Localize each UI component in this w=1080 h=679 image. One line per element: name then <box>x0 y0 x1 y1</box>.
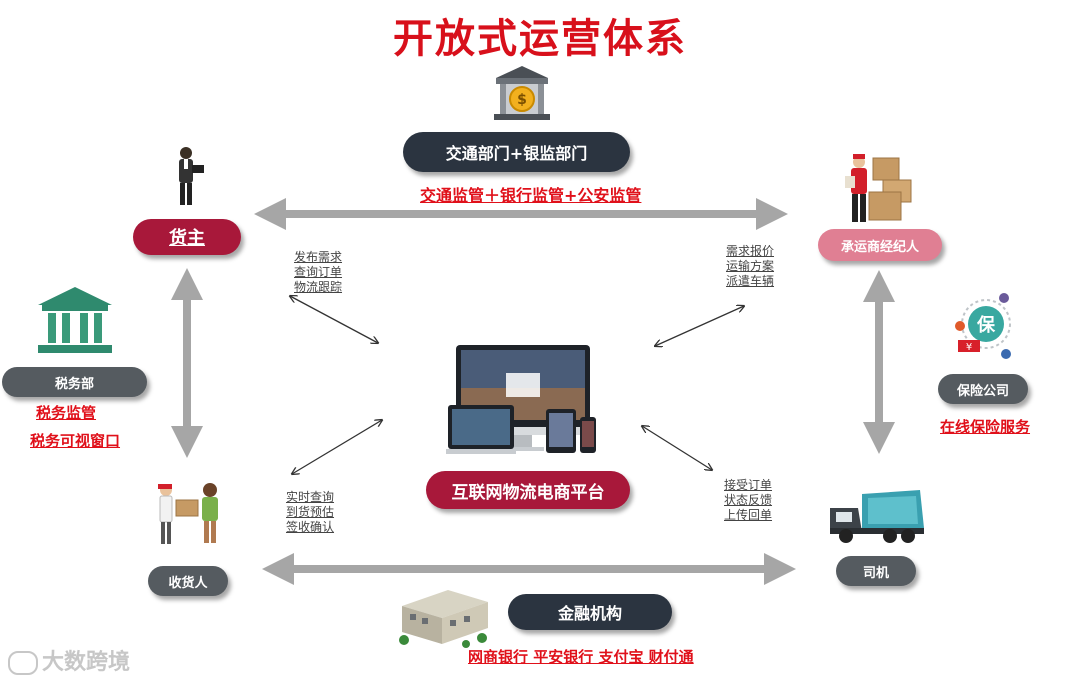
consignee-label: 收货人 <box>168 575 208 591</box>
insurance-icon-glyph: 保 <box>976 314 996 336</box>
watermark: 大数跨境 <box>8 644 130 676</box>
broker-boxes-icon <box>845 154 912 222</box>
insurance-node: 保险公司 <box>938 374 1028 404</box>
insurance-shield-icon: 保 ¥ <box>955 293 1011 359</box>
flow-item: 发布需求 <box>294 250 343 264</box>
consignee-platform-flow: 实时查询 到货预估 签收确认 <box>286 490 334 535</box>
finance-note: 网商银行 平安银行 支付宝 财付通 <box>468 648 694 666</box>
flow-item: 签收确认 <box>286 520 335 534</box>
flow-item: 物流跟踪 <box>294 280 343 294</box>
insurance-badge-glyph: ¥ <box>966 342 972 353</box>
tax-building-icon <box>38 287 112 353</box>
watermark-logo-icon <box>8 651 38 675</box>
broker-node: 承运商经纪人 <box>818 229 942 261</box>
consignee-node: 收货人 <box>148 566 228 596</box>
shipper-label: 货主 <box>169 228 205 249</box>
flow-item: 到货预估 <box>286 505 335 519</box>
finance-node: 金融机构 <box>508 594 672 630</box>
insurance-label: 保险公司 <box>956 383 1009 399</box>
tax-note-window: 税务可视窗口 <box>30 432 121 450</box>
driver-platform-arrow <box>642 426 712 470</box>
finance-label: 金融机构 <box>557 604 622 623</box>
insurance-note: 在线保险服务 <box>940 418 1031 436</box>
driver-node: 司机 <box>836 556 916 586</box>
platform-node: 互联网物流电商平台 <box>426 471 630 509</box>
regulator-label: 交通部门+银监部门 <box>445 144 588 163</box>
broker-platform-flow: 需求报价 运输方案 派遣车辆 <box>726 244 774 289</box>
bank-dollar-icon: $ <box>494 66 550 120</box>
page-title: 开放式运营体系 <box>393 16 687 62</box>
platform-label: 互联网物流电商平台 <box>451 482 605 503</box>
driver-platform-flow: 接受订单 状态反馈 上传回单 <box>724 478 772 523</box>
shipper-person-icon <box>179 147 204 205</box>
flow-item: 上传回单 <box>724 508 773 522</box>
broker-label: 承运商经纪人 <box>840 239 919 255</box>
flow-item: 实时查询 <box>286 490 335 504</box>
shipper-platform-flow: 发布需求 查询订单 物流跟踪 <box>294 250 342 295</box>
flow-item: 接受订单 <box>724 478 773 492</box>
tax-label: 税务部 <box>54 376 94 392</box>
platform-devices-icon <box>446 345 596 454</box>
svg-text:$: $ <box>517 92 527 108</box>
shipper-platform-arrow <box>290 296 378 343</box>
flow-item: 运输方案 <box>726 259 775 273</box>
driver-label: 司机 <box>862 565 889 581</box>
regulator-node: 交通部门+银监部门 <box>403 132 630 172</box>
finance-building-icon <box>399 590 488 648</box>
tax-node: 税务部 <box>2 367 147 397</box>
broker-platform-arrow <box>655 306 744 346</box>
watermark-text: 大数跨境 <box>42 650 131 675</box>
regulator-note: 交通监管＋银行监管+公安监管 <box>420 186 642 205</box>
flow-item: 派遣车辆 <box>726 274 775 288</box>
consignee-handover-icon <box>158 483 218 544</box>
driver-truck-icon <box>830 490 924 543</box>
tax-note-supervision: 税务监管 <box>36 404 97 422</box>
flow-item: 需求报价 <box>726 244 775 258</box>
flow-item: 查询订单 <box>294 265 343 279</box>
shipper-node: 货主 <box>133 219 241 255</box>
consignee-platform-arrow <box>292 420 382 474</box>
flow-item: 状态反馈 <box>724 493 773 507</box>
